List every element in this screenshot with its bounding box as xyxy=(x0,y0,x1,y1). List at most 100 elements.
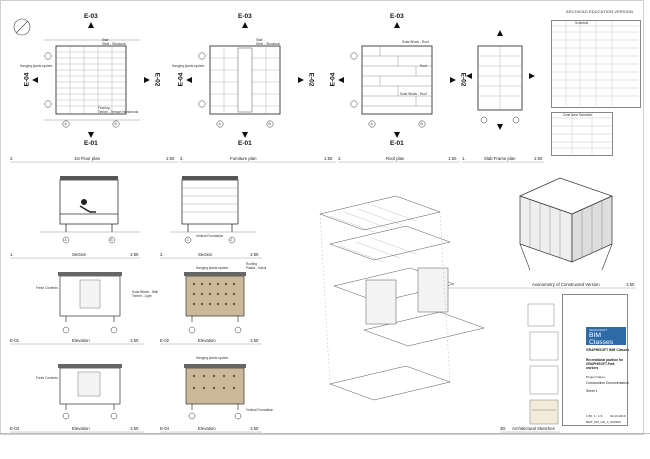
brand-banner: GRAPHISOFT BIM Classes xyxy=(586,327,626,346)
caption-num-11: E-04 xyxy=(160,426,170,431)
caption-title-7: Axonometry of Constructed Version xyxy=(532,282,600,287)
caption-title-6: Section xyxy=(198,252,213,257)
grid-1-sec2: 1 xyxy=(186,238,189,242)
elevation-e02 xyxy=(184,272,246,334)
brand-title: BIM Classes xyxy=(589,332,614,346)
caption-num-2: 3. xyxy=(180,156,184,161)
elevation-e04 xyxy=(184,364,246,420)
note-fresh-contents-2: Fresh Contents xyxy=(36,376,58,380)
zone-schedule-table xyxy=(551,112,611,154)
grid-2-sec2: 2 xyxy=(230,238,233,242)
caption-scale-6: 1:50 xyxy=(250,252,259,257)
note-solar-roof: Solar Blinds - Roof xyxy=(402,40,429,44)
note-hanging-plants-1: Hanging plants system xyxy=(20,64,53,68)
caption-num-3: 3. xyxy=(338,156,342,161)
tb-drawing-title: Construction Documentation xyxy=(586,381,629,385)
note-vertical-foundation-2: Vertical Foundation xyxy=(246,408,274,412)
zone-schedule-frame xyxy=(551,112,613,156)
architectural-sketches xyxy=(527,303,559,425)
roof-plan xyxy=(338,22,456,138)
caption-scale-9: 1:50 xyxy=(250,338,259,343)
caption-num-9: E-02 xyxy=(160,338,170,343)
tb-project-label: Project Name: xyxy=(586,375,606,379)
marker-e03-plan2: E-03 xyxy=(238,13,252,20)
marker-e02-plan2: E-02 xyxy=(307,72,315,87)
caption-title-1: 1st Floor plan xyxy=(74,156,101,161)
zone-schedule-title: Zone Area Schedule xyxy=(563,113,592,117)
caption-scale-11: 1:50 xyxy=(250,426,259,431)
tb-date: 04.10.2019 xyxy=(610,414,626,418)
grid-b-plan2: B xyxy=(268,122,271,126)
grid-b-sec1: B xyxy=(110,238,113,242)
marker-e01-plan1: E-01 xyxy=(84,140,98,147)
north-arrow-icon xyxy=(13,18,31,36)
caption-num-4: 1. xyxy=(462,156,466,161)
axonometry xyxy=(519,177,613,271)
caption-scale-4: 1:50 xyxy=(534,156,543,161)
exploded-axonometric xyxy=(319,195,485,401)
marker-e01-plan2: E-01 xyxy=(238,140,252,147)
marker-e02-plan3: E-02 xyxy=(459,72,467,87)
tb-company: GRAPHISOFT BIM Classes xyxy=(586,348,630,352)
grid-a-plan2: A xyxy=(218,122,221,126)
marker-e04-plan3: E-04 xyxy=(329,72,337,87)
caption-title-3: Roof plan xyxy=(386,156,405,161)
note-roofing: Roofing Plastic - Kakul xyxy=(246,262,267,270)
caption-num-8: E-01 xyxy=(10,338,20,343)
schedule-frame xyxy=(551,20,641,108)
grid-a-sec1: A xyxy=(64,238,67,242)
note-vertical-foundation-1: Vertical Foundation xyxy=(196,234,224,238)
caption-scale-10: 1:50 xyxy=(130,426,139,431)
caption-title-11: Elevation xyxy=(198,426,216,431)
education-stamp: ARCHICAD EDUCATION VERSION xyxy=(566,9,633,14)
grid-b-plan1: B xyxy=(114,122,117,126)
grid-a-plan1: A xyxy=(64,122,67,126)
note-hanging-plants-3: Hanging plants system xyxy=(196,266,229,270)
tb-project: Recreational pavilion for GRAPHISOFT-Par… xyxy=(586,358,624,370)
caption-scale-3: 1:50 xyxy=(448,156,457,161)
caption-title-9: Elevation xyxy=(198,338,216,343)
note-fresh-contents-1: Fresh Contents xyxy=(36,286,58,290)
caption-num-5: 1. xyxy=(10,252,14,257)
caption-num-12: 3D xyxy=(500,426,506,431)
note-stair-1: Stair - Steel - Structural xyxy=(102,38,126,46)
schedule-title: Schedule xyxy=(575,21,589,25)
elevation-e03 xyxy=(58,364,122,420)
note-solar-wall: Solar Blinds - Wall Timber - Light xyxy=(132,290,158,298)
first-floor-plan xyxy=(32,22,150,138)
caption-num-1: 2. xyxy=(10,156,14,161)
caption-scale-5: 1:50 xyxy=(130,252,139,257)
grid-b-plan3: B xyxy=(420,122,423,126)
caption-title-8: Elevation xyxy=(72,338,90,343)
elevation-e01 xyxy=(58,272,122,334)
section-1 xyxy=(40,176,140,244)
title-block xyxy=(562,294,628,426)
caption-num-10: E-03 xyxy=(10,426,20,431)
marker-e04-plan1: E-04 xyxy=(23,72,31,87)
caption-title-12: Architectural Sketches xyxy=(512,426,555,431)
marker-e04-plan2: E-04 xyxy=(177,72,185,87)
note-hanging-plants-4: Hanging plants system xyxy=(196,356,229,360)
caption-title-2: Furniture plan xyxy=(230,156,257,161)
caption-scale-2: 1:50 xyxy=(324,156,333,161)
brand-small: GRAPHISOFT xyxy=(589,328,608,332)
caption-title-5: Section xyxy=(72,252,87,257)
note-roof: Roof xyxy=(420,64,427,68)
tb-sheet: Sheet 1 xyxy=(586,389,598,393)
caption-scale-7: 1:50 xyxy=(626,282,635,287)
caption-scale-1: 1:50 xyxy=(166,156,175,161)
section-2 xyxy=(170,176,256,244)
marker-e03-plan1: E-03 xyxy=(84,13,98,20)
caption-num-6: 2. xyxy=(160,252,164,257)
marker-e01-plan3: E-01 xyxy=(390,140,404,147)
marker-e02-plan1: E-02 xyxy=(153,72,161,87)
caption-scale-8: 1:50 xyxy=(130,338,139,343)
schedule-table xyxy=(551,20,639,106)
note-flooring: Flooring - Timber - Terrace Hardwoods xyxy=(98,106,139,114)
note-stair-2: Stair - Steel - Structural xyxy=(256,38,280,46)
grid-a-plan3: A xyxy=(370,122,373,126)
furniture-plan xyxy=(186,22,304,138)
note-hanging-plants-2: Hanging plants system xyxy=(172,64,205,68)
